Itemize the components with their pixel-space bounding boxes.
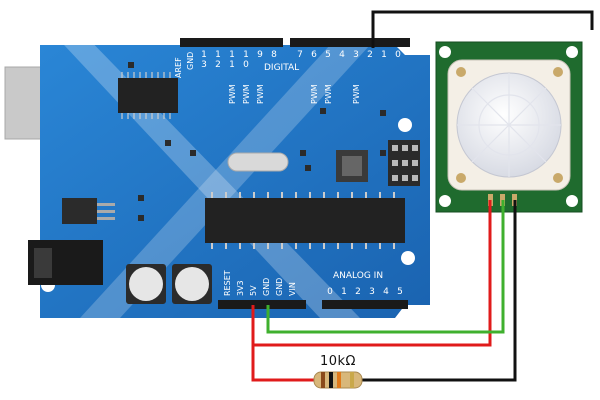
pin-label: 6 [311,50,317,60]
pwm-label: PWM [256,84,265,104]
pin-label: GND [186,52,195,70]
pin-label: 1 [381,50,387,60]
power-jack [28,240,103,285]
pin-label: 1 [341,287,347,297]
pin-label: 3 [369,287,375,297]
pin-label: 2 [215,60,221,70]
wire-black-signal [371,10,594,48]
wire-red-vcc [253,200,492,347]
pin-label: 2 [355,287,361,297]
mounting-hole [398,118,412,132]
pwm-labels: PWM PWM PWM PWM PWM PWM [228,84,361,104]
pin-label: 1 [229,60,235,70]
resistor [313,371,363,389]
top-header-left [180,38,283,47]
power-label: VIN [288,282,297,296]
pin-label: 3 [353,50,359,60]
top-header-right [290,38,410,47]
pir-sensor [435,41,583,213]
mounting-hole [121,29,135,43]
power-label: 5V [249,285,258,296]
voltage-regulator [62,198,115,224]
sensor-screw [553,173,563,183]
resistor-label: 10kΩ [320,354,356,369]
pin-label: 8 [271,50,277,60]
capacitors [126,264,212,304]
pwm-label: PWM [310,84,319,104]
pwm-label: PWM [242,84,251,104]
pin-label: 9 [257,50,263,60]
pin-label: 4 [383,287,389,297]
pwm-label: PWM [228,84,237,104]
pin-label: 7 [297,50,303,60]
power-pin-labels: RESET 3V3 5V GND GND VIN [223,270,297,296]
pin-label: 2 [367,50,373,60]
power-label: GND [262,278,271,296]
pwm-label: PWM [324,84,333,104]
sensor-hole [566,46,578,58]
sensor-screw [553,67,563,77]
sensor-screw [456,173,466,183]
pin-label: 1 [229,50,235,60]
smd-components [128,62,386,221]
wire-black-out [360,200,517,382]
top-pin-labels: AREF GND [174,52,195,78]
analog-in-label: ANALOG IN [333,271,383,281]
pin-label: 3 [201,60,207,70]
pin-label: 1 [215,50,221,60]
power-header [218,300,306,309]
top-pin-numbers-low: 7 6 5 4 3 2 1 0 [297,50,401,60]
power-label: 3V3 [236,280,245,296]
wire-red-5v [251,305,315,382]
power-label: GND [275,278,284,296]
pin-label: 1 [201,50,207,60]
sensor-screw [456,67,466,77]
sensor-hole [439,195,451,207]
digital-label: DIGITAL [264,63,299,73]
sensor-hole [566,195,578,207]
wire-green-gnd [266,200,505,334]
pin-label: 0 [243,60,249,70]
pin-label: 5 [397,287,403,297]
pin-label: 1 [243,50,249,60]
analog-header [322,300,408,309]
power-label: RESET [223,270,232,296]
reset-button[interactable] [336,150,368,182]
pin-label: 5 [325,50,331,60]
board-glare [80,45,370,318]
pin-label: 4 [339,50,345,60]
pin-label: AREF [174,57,183,78]
pin-label: 0 [395,50,401,60]
top-pin-numbers-high: 1 3 1 2 1 1 1 0 9 8 [201,50,277,70]
crystal-oscillator [227,152,289,172]
mounting-hole [401,251,415,265]
sensor-hole [439,46,451,58]
analog-pin-numbers: 0 1 2 3 4 5 [327,287,403,297]
usb-chip [118,72,178,119]
microcontroller-chip [205,192,405,249]
pin-label: 0 [327,287,333,297]
pwm-label: PWM [352,84,361,104]
